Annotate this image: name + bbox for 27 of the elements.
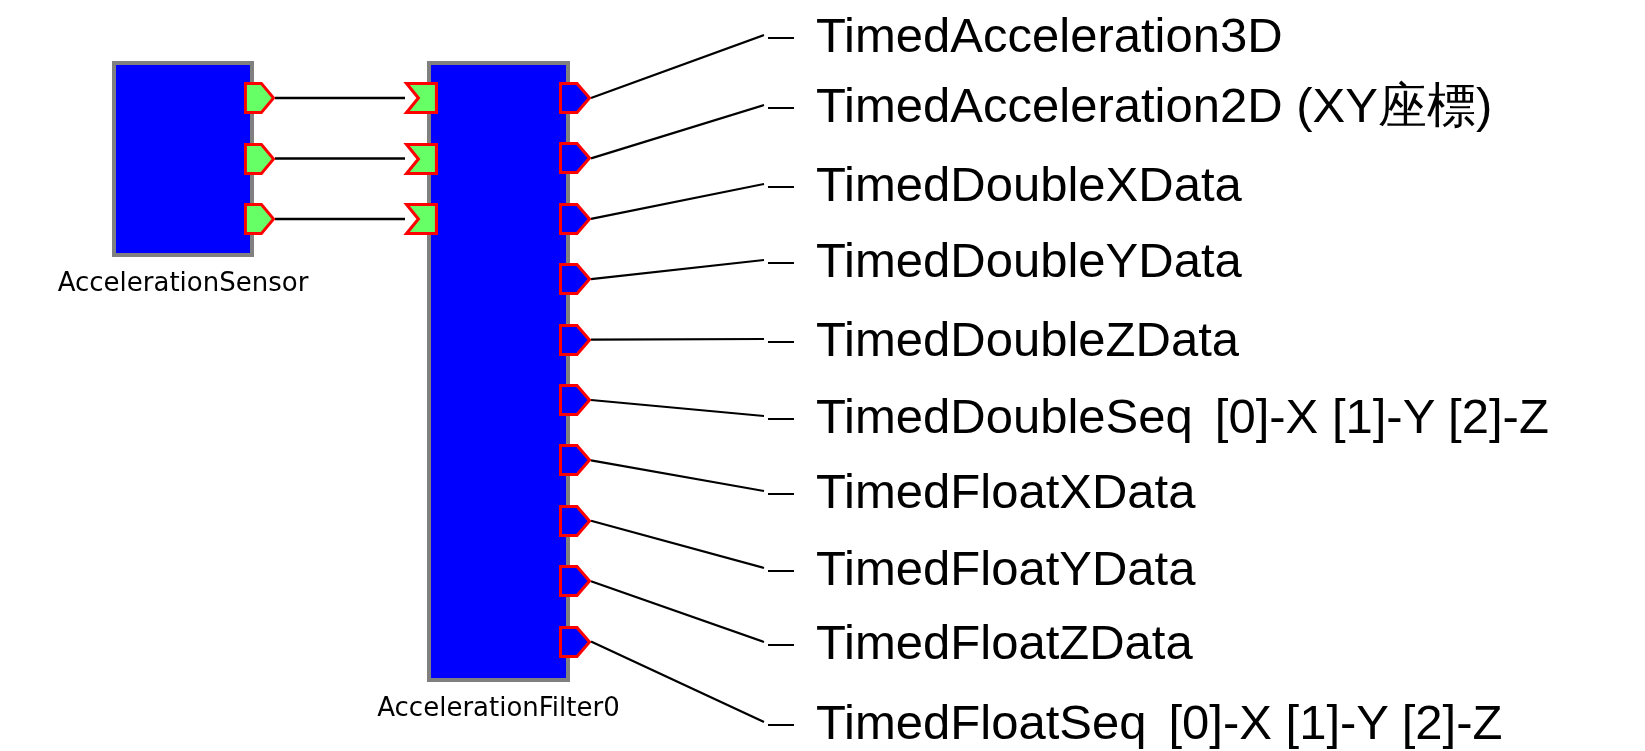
- port-type-label: TimedFloatYData: [816, 541, 1196, 595]
- port-type-label: TimedFloatXData: [816, 464, 1196, 518]
- component-name: AccelerationSensor: [57, 267, 309, 297]
- port-type-label: [0]-X [1]-Y [2]-Z: [1168, 695, 1503, 749]
- port-type-label: TimedDoubleXData: [816, 157, 1242, 211]
- leader-line: [589, 258, 796, 281]
- leader-line: [589, 459, 796, 496]
- leader-line: [589, 398, 796, 421]
- port-type-label: TimedAcceleration3D: [816, 8, 1283, 62]
- leader-line: [589, 103, 796, 160]
- port-type-label: TimedAcceleration2D (XY座標): [816, 78, 1493, 132]
- port-type-label: TimedDoubleZData: [816, 312, 1240, 366]
- component-name: AccelerationFilter0: [377, 692, 620, 722]
- connector-line: [275, 157, 405, 160]
- connector-line: [275, 96, 405, 100]
- port-type-label: [0]-X [1]-Y [2]-Z: [1214, 389, 1549, 443]
- port-type-label: TimedDoubleYData: [816, 233, 1242, 287]
- leader-line: [589, 519, 796, 573]
- leader-line: [589, 337, 796, 344]
- leader-line: [589, 640, 796, 727]
- port-type-label: TimedDoubleSeq: [816, 389, 1193, 443]
- leader-line: [589, 182, 796, 220]
- leader-line: [589, 580, 796, 647]
- connector-line: [275, 217, 405, 221]
- leader-line: [589, 33, 796, 100]
- port-type-label: TimedFloatZData: [816, 615, 1193, 669]
- port-type-label: TimedFloatSeq: [816, 695, 1147, 749]
